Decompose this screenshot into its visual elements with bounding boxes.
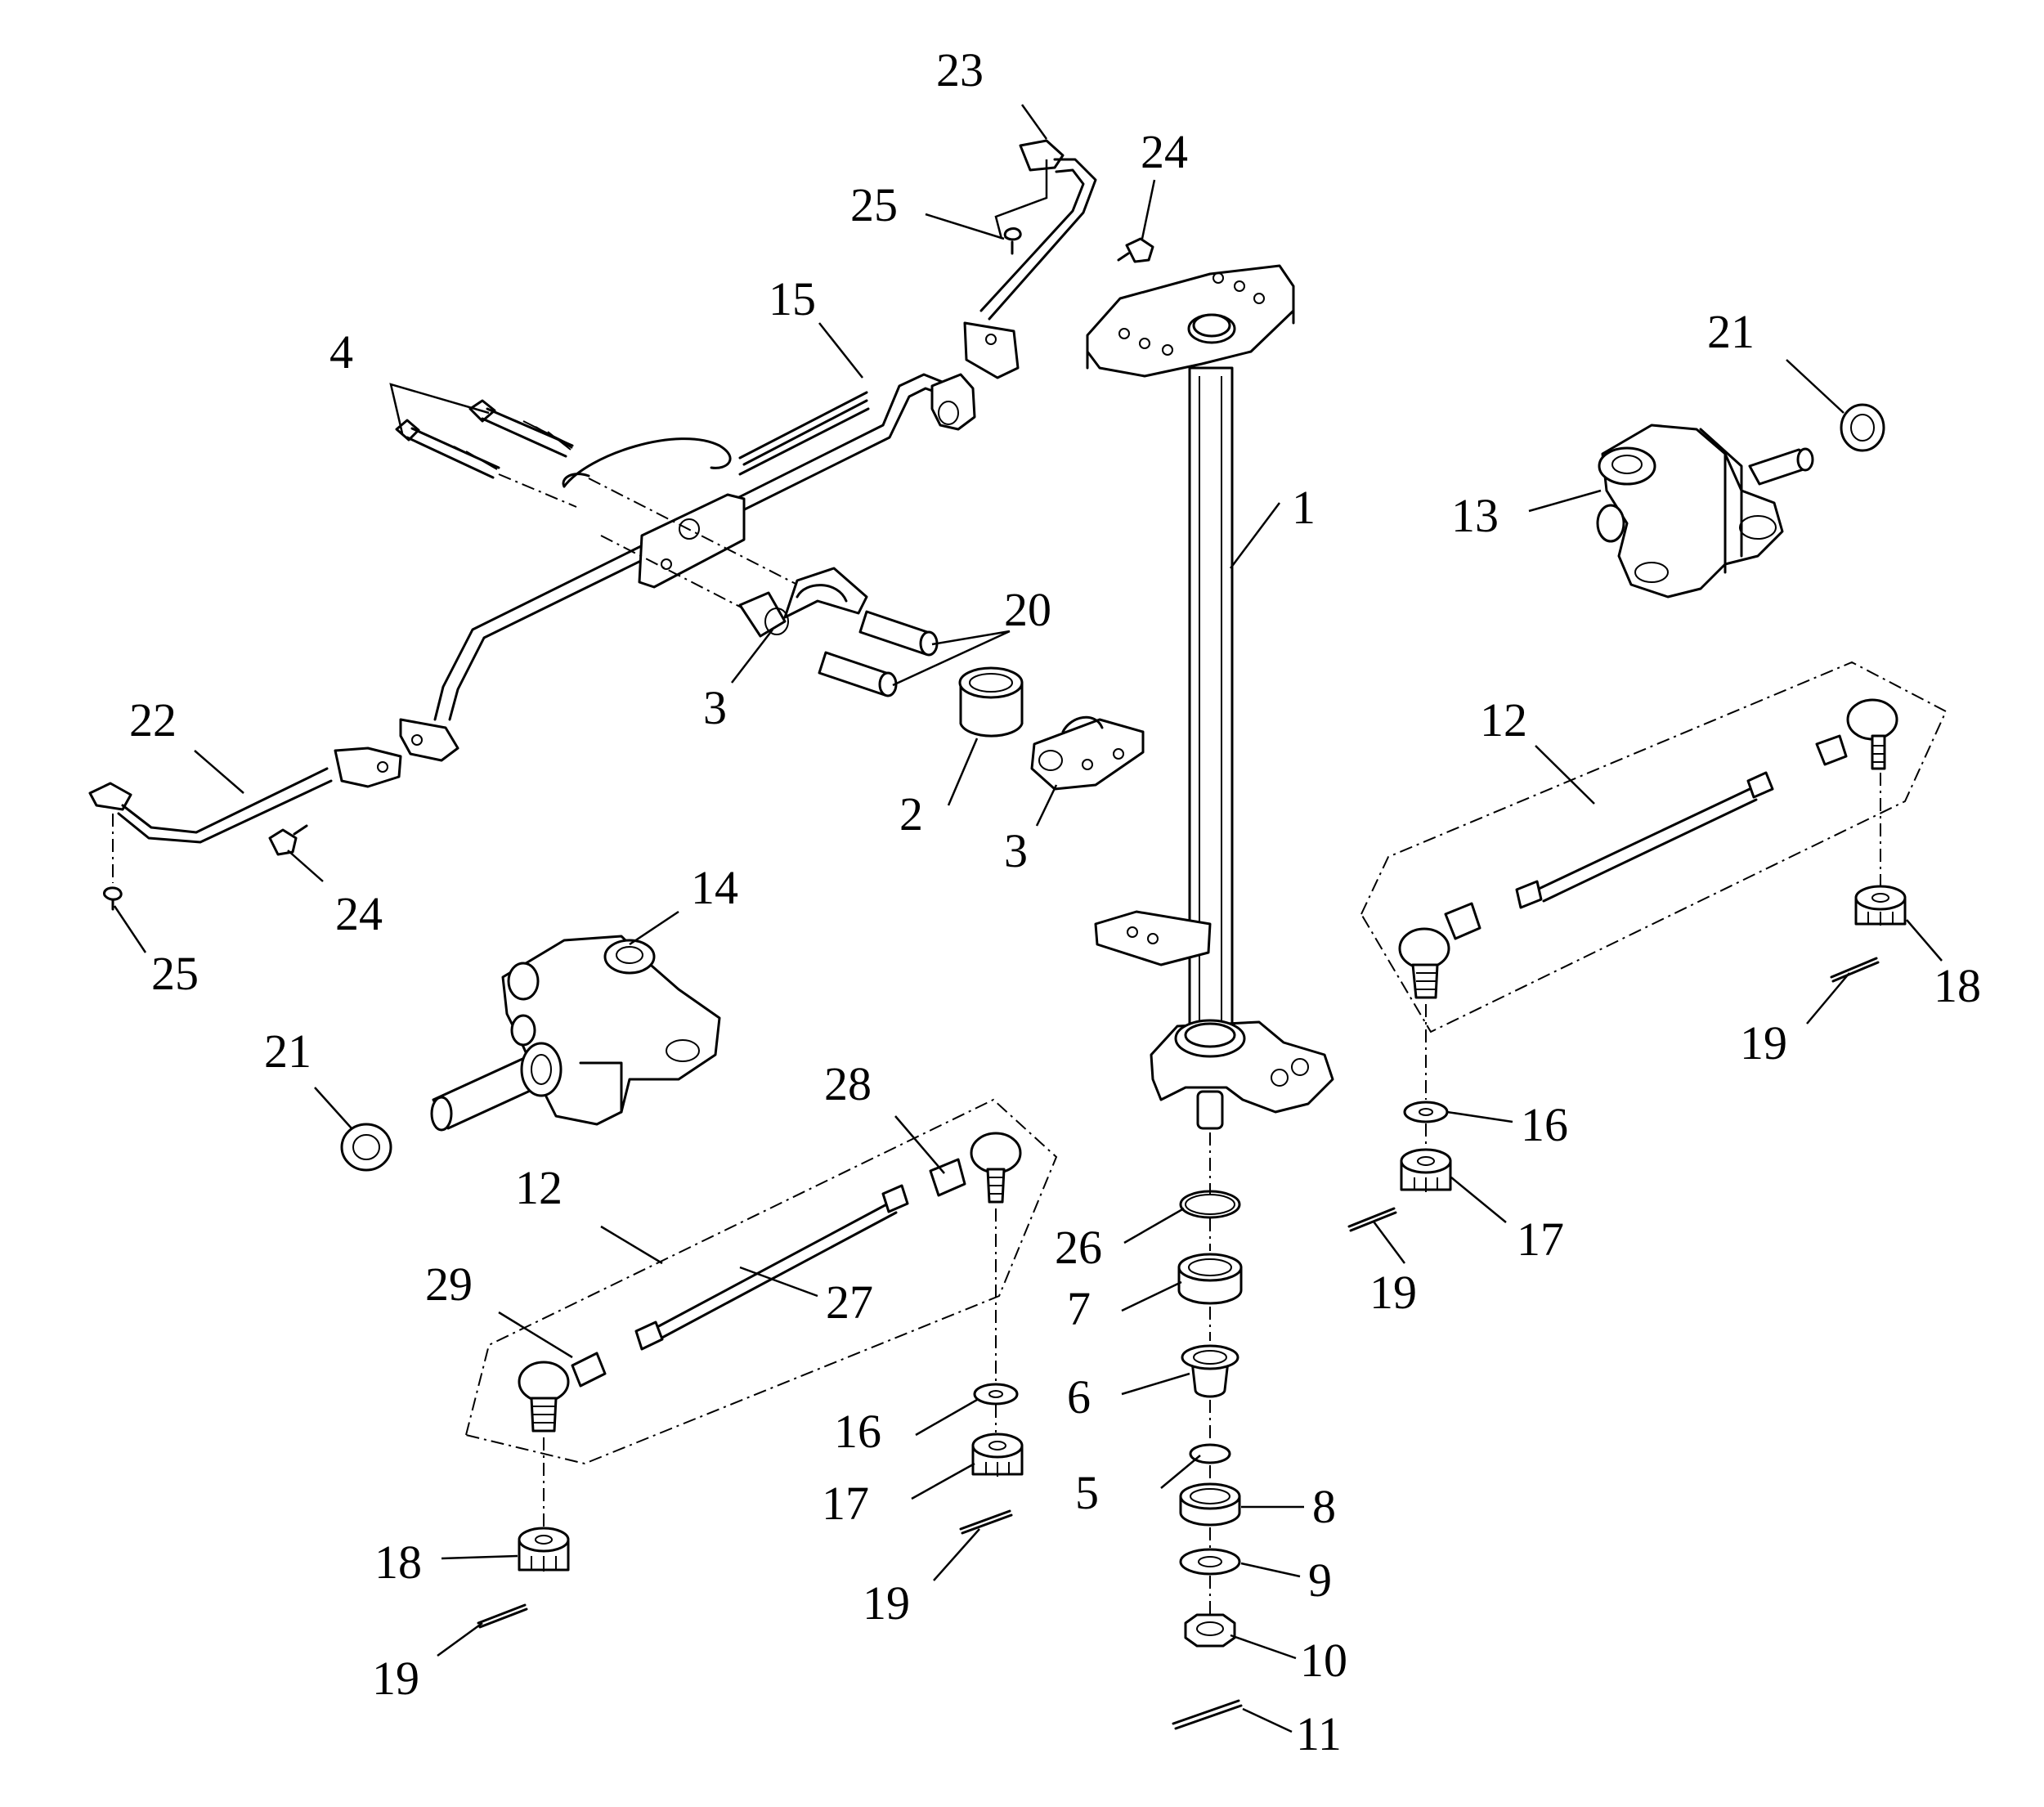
- callout-19-left-b: 19: [372, 1652, 419, 1705]
- callout-16-right: 16: [1521, 1098, 1568, 1151]
- callout-3-upper: 3: [703, 681, 727, 734]
- callout-24-upper: 24: [1141, 125, 1188, 178]
- callout-19-left-a: 19: [863, 1576, 910, 1630]
- callout-7: 7: [1067, 1282, 1091, 1335]
- callout-24-lower: 24: [335, 887, 383, 940]
- callout-25-upper: 25: [850, 178, 898, 231]
- part-knuckle-14: [430, 935, 721, 1132]
- callout-18-right: 18: [1934, 959, 1981, 1012]
- part-nut-24-lower: [268, 824, 308, 856]
- part-link-23: [963, 139, 1097, 379]
- callout-29: 29: [425, 1258, 473, 1311]
- callout-14: 14: [691, 861, 738, 914]
- callout-26: 26: [1055, 1221, 1102, 1274]
- part-bearing-8: [1179, 1482, 1241, 1527]
- callout-27: 27: [826, 1276, 873, 1329]
- part-nut-10: [1184, 1613, 1236, 1648]
- callout-17-right: 17: [1517, 1213, 1564, 1266]
- part-tie-rod-12-right: [1360, 661, 1948, 1100]
- leader-lines: [113, 104, 1943, 1733]
- callout-4: 4: [329, 325, 353, 379]
- part-steering-column: [1086, 264, 1334, 1194]
- part-snap-ring-5: [1189, 1443, 1231, 1464]
- part-o-ring-26: [1179, 1190, 1241, 1219]
- callout-19-right-b: 19: [1369, 1266, 1417, 1319]
- part-bushing-6: [1181, 1344, 1239, 1398]
- part-screw-25-lower: [103, 886, 123, 911]
- callout-18-left: 18: [374, 1536, 422, 1589]
- callout-21-left: 21: [264, 1025, 312, 1078]
- part-clamp-3-upper: [738, 567, 868, 638]
- part-washer-21-right: [1840, 403, 1885, 452]
- part-clamp-3-lower: [1030, 715, 1145, 791]
- part-link-22: [88, 747, 402, 883]
- part-steering-shaft-15: [399, 373, 976, 762]
- callout-6: 6: [1067, 1370, 1091, 1424]
- part-cotter-pin-11: [1172, 1699, 1243, 1730]
- part-washer-16-left: [973, 1383, 1019, 1406]
- callout-21-right: 21: [1707, 305, 1755, 358]
- part-tie-rod-12-left: [464, 1098, 1058, 1529]
- callout-22: 22: [129, 693, 177, 747]
- callout-1: 1: [1292, 481, 1316, 534]
- part-cotter-pin-19-left-b: [477, 1603, 528, 1629]
- callout-12-left: 12: [515, 1161, 563, 1214]
- callout-labels: 1 2 3 3 4 5 6 7 8 9 10 11 12 12 13 14 15…: [129, 43, 1981, 1760]
- callout-2: 2: [899, 787, 923, 841]
- part-nut-24-upper: [1117, 237, 1154, 263]
- callout-13: 13: [1451, 489, 1499, 542]
- callout-10: 10: [1300, 1634, 1347, 1687]
- callout-17-left: 17: [822, 1477, 869, 1530]
- callout-11: 11: [1296, 1707, 1342, 1760]
- part-nut-18-right: [1854, 885, 1907, 926]
- callout-20: 20: [1004, 583, 1051, 636]
- part-knuckle-13: [1596, 424, 1814, 599]
- callout-3-lower: 3: [1004, 824, 1028, 877]
- callout-25-lower: 25: [151, 947, 199, 1000]
- part-cotter-pin-19-right-a: [1830, 957, 1880, 983]
- callout-16-left: 16: [834, 1405, 881, 1458]
- part-bushing-2: [958, 666, 1024, 738]
- part-pins-20: [818, 610, 939, 697]
- part-screw-25-upper: [1003, 227, 1022, 255]
- part-washer-21-left: [340, 1123, 392, 1172]
- callout-23: 23: [936, 43, 984, 96]
- callout-5: 5: [1075, 1466, 1099, 1519]
- callout-15: 15: [769, 272, 816, 325]
- part-nut-18-left: [518, 1527, 570, 1572]
- callout-28: 28: [824, 1057, 872, 1110]
- part-washer-9: [1179, 1548, 1241, 1576]
- part-castle-nut-17-right: [1400, 1148, 1452, 1192]
- callout-12-right: 12: [1480, 693, 1527, 747]
- part-cotter-pin-19-right-b: [1347, 1207, 1397, 1232]
- part-cotter-pin-19-left-a: [959, 1509, 1013, 1535]
- part-castle-nut-17-left: [971, 1433, 1024, 1477]
- part-bearing-7: [1177, 1253, 1243, 1305]
- part-washer-16-right: [1403, 1101, 1449, 1123]
- callout-8: 8: [1312, 1480, 1336, 1533]
- callout-19-right-a: 19: [1740, 1016, 1787, 1069]
- callout-9: 9: [1308, 1554, 1332, 1607]
